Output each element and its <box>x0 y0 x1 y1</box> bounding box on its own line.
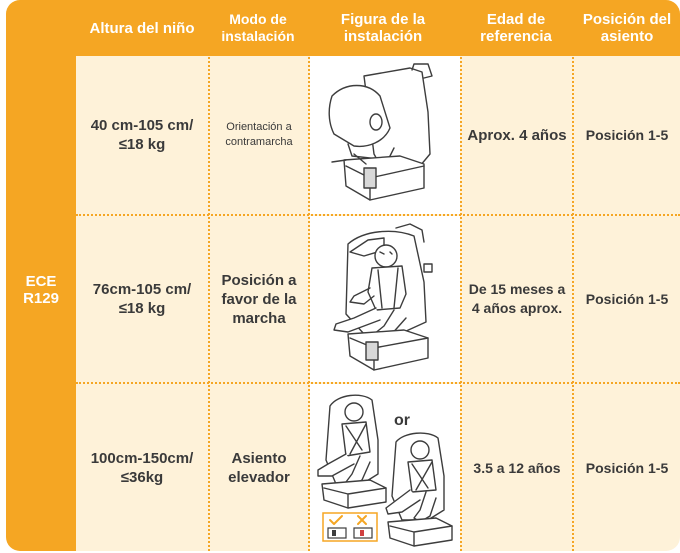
row3-height: 100cm-150cm/ ≤36kg <box>90 449 194 486</box>
installation-table: ECE R129 Altura del niño Modo de instala… <box>6 0 680 551</box>
row1-height: 40 cm-105 cm/ ≤18 kg <box>90 117 194 153</box>
divider-vertical-3 <box>460 0 462 551</box>
row3-age: 3.5 a 12 años <box>473 459 561 476</box>
header-mode: Modo de instalación <box>221 11 295 44</box>
or-label: or <box>394 412 410 429</box>
booster-seat-illustration-1 <box>317 394 387 509</box>
rear-facing-seat-illustration <box>328 63 433 201</box>
row1-age: Aprox. 4 años <box>467 126 567 144</box>
divider-horizontal-2 <box>76 382 680 384</box>
standard-label-line2: R129 <box>23 290 59 307</box>
table-header: Altura del niño Modo de instalación Figu… <box>76 0 680 56</box>
header-position: Posición del asiento <box>582 11 672 45</box>
row1-mode: Orientación a contramarcha <box>225 121 293 148</box>
belt-routing-badges <box>322 512 378 542</box>
booster-seat-illustration-2 <box>385 432 453 547</box>
row3-position: Posición 1-5 <box>585 459 669 476</box>
divider-vertical-2 <box>308 0 310 551</box>
header-height: Altura del niño <box>89 19 195 37</box>
row2-age: De 15 meses a 4 años aprox. <box>468 281 566 316</box>
standard-label-line1: ECE <box>25 273 57 290</box>
forward-facing-seat-illustration <box>333 223 433 371</box>
row2-position: Posición 1-5 <box>585 291 669 307</box>
row3-mode: Asiento elevador <box>228 449 290 486</box>
standard-label: ECE R129 <box>6 273 76 307</box>
standard-side-column: ECE R129 <box>6 0 76 551</box>
row1-position: Posición 1-5 <box>585 127 669 143</box>
divider-horizontal-1 <box>76 214 680 216</box>
divider-vertical-4 <box>572 0 574 551</box>
divider-vertical-1 <box>208 0 210 551</box>
header-figure: Figura de la instalación <box>340 11 426 45</box>
header-age: Edad de referencia <box>480 11 552 45</box>
row2-mode: Posición a favor de la marcha <box>221 271 297 327</box>
row2-height: 76cm-105 cm/ ≤18 kg <box>92 281 192 317</box>
